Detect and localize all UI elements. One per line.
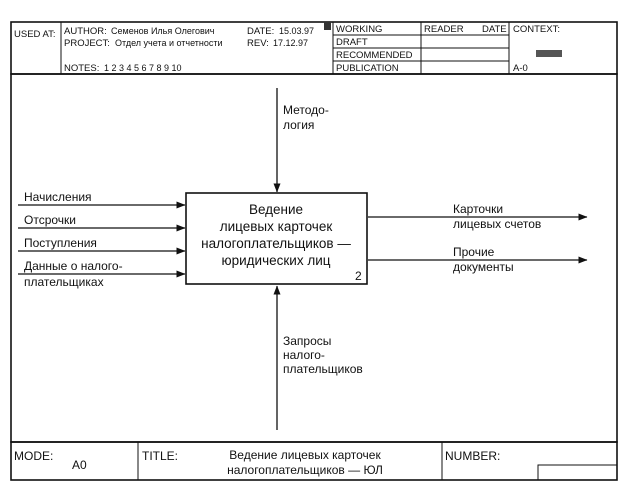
footer-title-line-2: налогоплательщиков — ЮЛ [227, 463, 383, 477]
project-value: Отдел учета и отчетности [115, 38, 223, 48]
activity-title-line-1: Ведение [249, 202, 303, 217]
context-label: CONTEXT: [513, 24, 560, 35]
used-at-label: USED AT: [14, 29, 56, 40]
status-publication: PUBLICATION [336, 63, 399, 74]
control-label-line-1: Методо- [283, 103, 329, 117]
mode-label: MODE: [14, 449, 53, 463]
author-label: AUTHOR: [64, 26, 107, 37]
activity-title-line-4: юридических лиц [222, 253, 331, 268]
author-value: Семенов Илья Олегович [111, 26, 215, 36]
input-label-4-line-1: Данные о налого- [24, 259, 123, 273]
output-label-2-line-1: Прочие [453, 245, 495, 259]
rev-label: REV: [247, 38, 269, 49]
mode-value: A0 [72, 458, 87, 472]
date-label: DATE: [247, 26, 274, 37]
mechanism-label-line-1: Запросы [283, 334, 331, 348]
node-reference: A-0 [513, 63, 528, 74]
status-draft: DRAFT [336, 37, 368, 48]
activity-title-line-3: налогоплательщиков — [201, 236, 351, 251]
activity-box: Ведение лицевых карточек налогоплательщи… [185, 192, 368, 285]
title-label: TITLE: [142, 449, 178, 463]
footer-frame [10, 441, 618, 481]
notes-value: 1 2 3 4 5 6 7 8 9 10 [104, 63, 182, 73]
reader-label: READER [424, 24, 464, 35]
project-label: PROJECT: [64, 38, 110, 49]
status-working: WORKING [336, 24, 382, 35]
status-recommended: RECOMMENDED [336, 50, 413, 61]
output-label-2-line-2: документы [453, 260, 514, 274]
number-label: NUMBER: [445, 449, 500, 463]
date-value: 15.03.97 [279, 26, 314, 36]
control-label-line-2: логия [283, 118, 314, 132]
reader-date-label: DATE [482, 24, 507, 35]
input-label-4-line-2: плательщиках [24, 275, 104, 289]
activity-title-line-2: лицевых карточек [220, 219, 333, 234]
mechanism-label-line-3: плательщиков [283, 362, 363, 376]
input-label-1: Начисления [24, 190, 92, 204]
output-label-1-line-1: Карточки [453, 202, 503, 216]
activity-number: 2 [355, 269, 362, 283]
input-label-3: Поступления [24, 236, 97, 250]
notes-label: NOTES: [64, 63, 99, 74]
input-label-2: Отсрочки [24, 213, 76, 227]
output-label-1-line-2: лицевых счетов [453, 217, 541, 231]
mechanism-label-line-2: налого- [283, 348, 325, 362]
rev-value: 17.12.97 [273, 38, 308, 48]
footer-title-line-1: Ведение лицевых карточек [229, 448, 381, 462]
